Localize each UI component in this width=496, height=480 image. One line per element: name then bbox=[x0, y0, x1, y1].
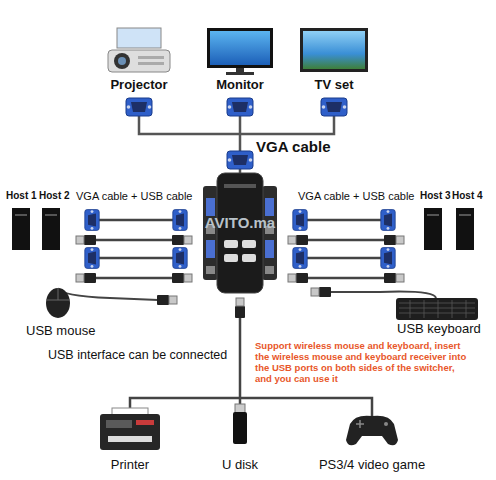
tv-picture bbox=[300, 28, 368, 72]
keyboard-picture bbox=[311, 287, 478, 320]
vga-cable bbox=[126, 98, 347, 173]
cable-label: VGA cable + USB cable bbox=[76, 190, 192, 203]
cable-label: VGA cable bbox=[256, 138, 330, 155]
device-label: TV set bbox=[314, 78, 353, 93]
note: USB interface can be connected bbox=[46, 348, 229, 362]
host-label: Host 2 bbox=[39, 190, 70, 202]
mouse-picture bbox=[46, 288, 177, 318]
device-label: PS3/4 video game bbox=[319, 458, 425, 473]
gamepad-picture bbox=[346, 416, 398, 446]
device-label: Monitor bbox=[216, 78, 264, 93]
side-cables bbox=[76, 210, 404, 283]
host-label: Host 3 bbox=[420, 190, 451, 202]
note: Support wireless mouse and keyboard, ins… bbox=[255, 341, 467, 385]
host-label: Host 1 bbox=[6, 190, 37, 202]
kvm-switch bbox=[203, 173, 277, 293]
printer-picture bbox=[100, 408, 160, 450]
device-label: Projector bbox=[110, 78, 167, 93]
device-label: USB keyboard bbox=[397, 322, 481, 337]
host-computers bbox=[12, 208, 474, 250]
device-label: USB mouse bbox=[26, 324, 95, 339]
device-label: Printer bbox=[111, 458, 149, 473]
device-label: U disk bbox=[222, 458, 258, 473]
monitor-picture bbox=[207, 28, 273, 75]
projector-picture bbox=[108, 28, 170, 72]
watermark: AVITO.ma bbox=[205, 214, 275, 231]
host-label: Host 4 bbox=[452, 190, 483, 202]
cable-label: VGA cable + USB cable bbox=[298, 190, 414, 203]
u-disk-picture bbox=[233, 404, 247, 444]
